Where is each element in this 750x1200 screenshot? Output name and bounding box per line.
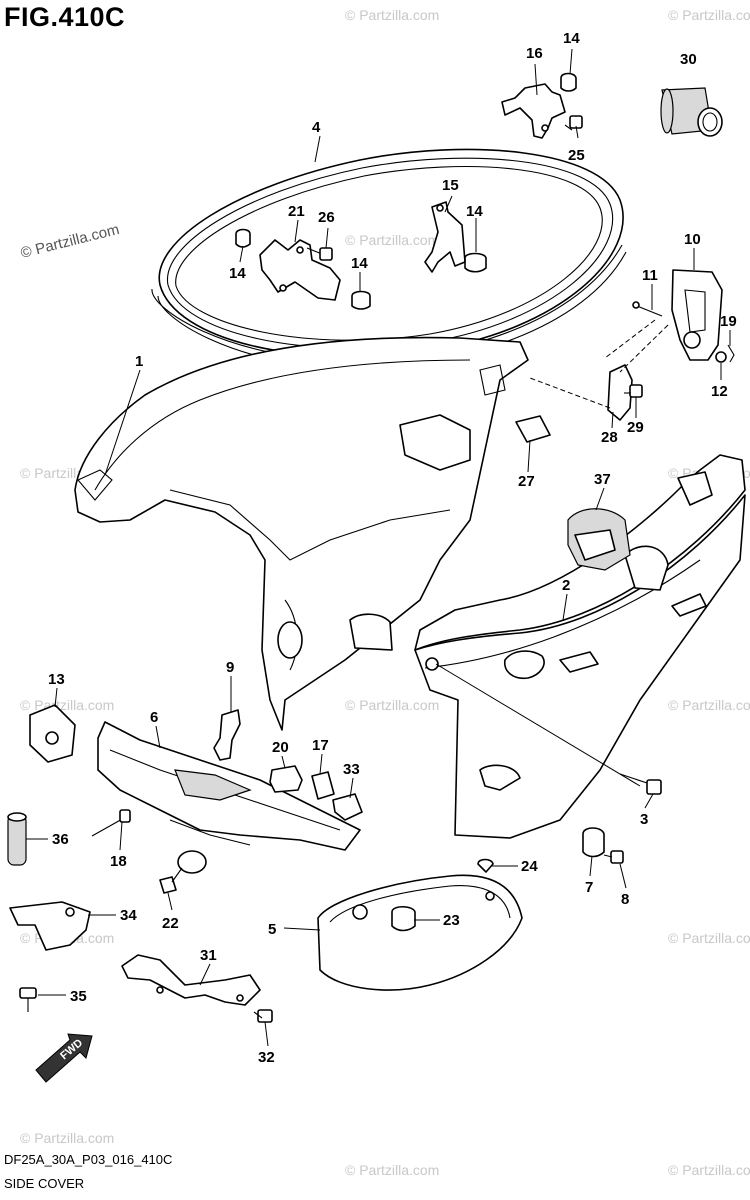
lower-cover-5-part bbox=[317, 874, 523, 991]
watermark-text: © Partzilla.com bbox=[345, 697, 439, 713]
bolt-22-part bbox=[159, 850, 207, 894]
diagram-code: DF25A_30A_P03_016_410C bbox=[4, 1152, 173, 1167]
callout-10: 10 bbox=[684, 231, 701, 248]
callout-36: 36 bbox=[52, 831, 69, 848]
callout-34: 34 bbox=[120, 907, 137, 924]
lever-28-part bbox=[607, 364, 633, 421]
callout-33: 33 bbox=[343, 761, 360, 778]
front-side-cover-part bbox=[74, 336, 529, 731]
screw-18-part bbox=[91, 809, 131, 837]
clip-19-part bbox=[727, 344, 735, 363]
callout-3: 3 bbox=[640, 811, 648, 828]
callout-29: 29 bbox=[627, 419, 644, 436]
bracket-16-part bbox=[501, 83, 566, 139]
watermark-text: © Partzilla.com bbox=[668, 930, 750, 946]
bolt-29-part bbox=[624, 384, 643, 398]
callout-16: 16 bbox=[526, 45, 543, 62]
pin-11-part bbox=[632, 301, 663, 317]
leader-lines bbox=[26, 48, 731, 1047]
callout-7: 7 bbox=[585, 879, 593, 896]
rear-side-cover-part bbox=[414, 454, 746, 839]
watermark-text: © Partzilla.com bbox=[668, 697, 750, 713]
fwd-direction-badge: FWD bbox=[35, 1033, 93, 1083]
callout-24: 24 bbox=[521, 858, 538, 875]
handle-10-part bbox=[671, 269, 723, 361]
clip-24-part bbox=[477, 858, 494, 873]
callout-22: 22 bbox=[162, 915, 179, 932]
callout-35: 35 bbox=[70, 988, 87, 1005]
callout-31: 31 bbox=[200, 947, 217, 964]
callout-32: 32 bbox=[258, 1049, 275, 1066]
callout-15: 15 bbox=[442, 177, 459, 194]
washer-12-part bbox=[715, 351, 727, 363]
watermark-main: © Partzilla.com bbox=[19, 221, 121, 262]
part-20 bbox=[269, 765, 303, 793]
callout-14: 14 bbox=[466, 203, 483, 220]
seal-ring-part bbox=[151, 148, 627, 369]
part-33 bbox=[332, 793, 363, 821]
callout-30: 30 bbox=[680, 51, 697, 68]
watermark-text: © Partzilla.com bbox=[20, 1130, 114, 1146]
bracket-15-part bbox=[424, 201, 466, 273]
watermark-text: © Partzilla.com bbox=[668, 7, 750, 23]
spacer-17-part bbox=[311, 771, 335, 800]
assembly-dashed-lines bbox=[529, 319, 669, 409]
callout-1: 1 bbox=[135, 353, 143, 370]
figure-title: FIG.410C bbox=[4, 2, 126, 32]
watermark-text: © Partzilla.com bbox=[345, 7, 439, 23]
callout-14: 14 bbox=[351, 255, 368, 272]
pad-27-part bbox=[515, 415, 551, 443]
callout-8: 8 bbox=[621, 891, 629, 908]
grommet-7-part bbox=[582, 827, 605, 858]
bolt-32-part bbox=[253, 1009, 273, 1023]
bolt-3-part bbox=[619, 773, 662, 795]
watermark-text: © Partzilla.com bbox=[668, 1162, 750, 1178]
bushing-30-part bbox=[660, 87, 723, 137]
watermark-text: © Partzilla.com bbox=[20, 697, 114, 713]
callout-9: 9 bbox=[226, 659, 234, 676]
callout-25: 25 bbox=[568, 147, 585, 164]
bracket-31-part bbox=[121, 954, 261, 1006]
tube-36-part bbox=[7, 812, 27, 866]
callout-14: 14 bbox=[229, 265, 246, 282]
watermark-text: © Partzilla.com bbox=[345, 232, 439, 248]
callout-18: 18 bbox=[110, 853, 127, 870]
callout-6: 6 bbox=[150, 709, 158, 726]
callout-5: 5 bbox=[268, 921, 276, 938]
callout-37: 37 bbox=[594, 471, 611, 488]
callout-20: 20 bbox=[272, 739, 289, 756]
bolt-8-part bbox=[603, 850, 624, 864]
callout-27: 27 bbox=[518, 473, 535, 490]
bracket-21-part bbox=[259, 239, 341, 301]
rail-6-part bbox=[97, 721, 361, 851]
bracket-9-part bbox=[213, 709, 241, 761]
callout-14: 14 bbox=[563, 30, 580, 47]
callout-23: 23 bbox=[443, 912, 460, 929]
callout-17: 17 bbox=[312, 737, 329, 754]
callout-4: 4 bbox=[312, 119, 321, 136]
callout-2: 2 bbox=[562, 577, 570, 594]
callout-13: 13 bbox=[48, 671, 65, 688]
callout-labels: 16 14 30 4 25 15 21 26 14 14 14 10 11 19… bbox=[48, 30, 737, 1066]
bolt-35-part bbox=[19, 987, 37, 1012]
pad-13-part bbox=[29, 704, 76, 763]
cover-37-part bbox=[567, 508, 631, 571]
bolt-25-part bbox=[564, 115, 583, 131]
callout-12: 12 bbox=[711, 383, 728, 400]
diagram-name: SIDE COVER bbox=[4, 1176, 85, 1191]
plate-34-part bbox=[9, 901, 91, 951]
grommet-14-part bbox=[235, 72, 577, 310]
callout-21: 21 bbox=[288, 203, 305, 220]
watermark-text: © Partzilla.com bbox=[345, 1162, 439, 1178]
callout-28: 28 bbox=[601, 429, 618, 446]
callout-11: 11 bbox=[642, 267, 658, 284]
callout-19: 19 bbox=[720, 313, 737, 330]
grommet-23-part bbox=[391, 905, 416, 932]
callout-26: 26 bbox=[318, 209, 335, 226]
